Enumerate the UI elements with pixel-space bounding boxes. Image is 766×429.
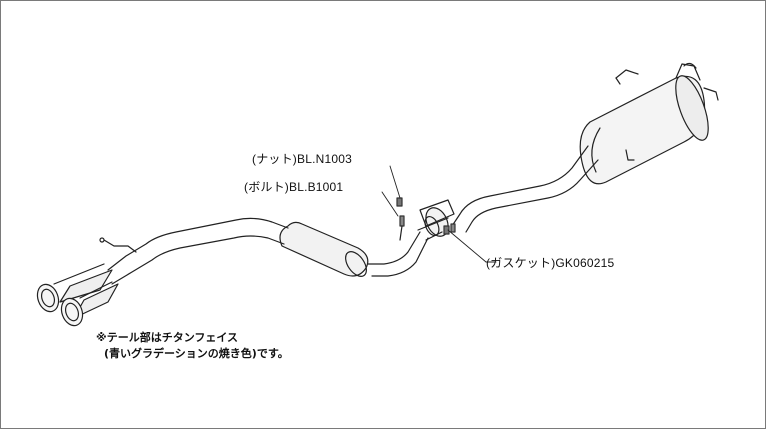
bolt-and-nut-parts (396, 197, 456, 241)
leader-lines (381, 165, 497, 263)
bolt-callout: (ボルト)BL.B1001 (244, 180, 344, 194)
titanium-note-line1: ※テール部はチタンフェイス (96, 331, 239, 344)
rear-silencer (279, 221, 369, 277)
gasket-callout: (ガスケット)GK060215 (486, 256, 615, 270)
tail-pipe (99, 217, 289, 285)
front-muffler (579, 62, 719, 185)
twin-tail-tips (36, 263, 119, 327)
titanium-note-line2: (青いグラデーションの焼き色)です。 (104, 347, 289, 360)
flange-joint (417, 199, 455, 241)
connecting-pipe (367, 231, 429, 277)
nut-callout: (ナット)BL.N1003 (252, 152, 352, 166)
mid-pipe (451, 145, 599, 233)
